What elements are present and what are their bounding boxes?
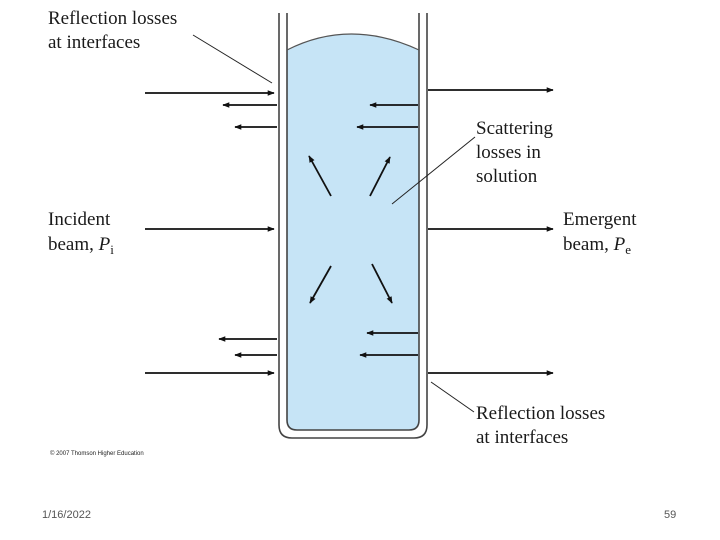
- scatter-arrow-down-right: [371, 263, 393, 304]
- scatter-arrow-up-left: [308, 155, 332, 197]
- reflection-arrows-inner: [356, 102, 418, 358]
- reflection-label-top: Reflection losses at interfaces: [48, 8, 182, 53]
- leader-line-top: [192, 34, 273, 84]
- scattering-label: Scattering losses in solution: [476, 118, 558, 187]
- scatter-arrow-up-right: [369, 156, 391, 197]
- slide-number: 59: [664, 509, 677, 521]
- reflection-label-bottom: Reflection losses at interfaces: [476, 403, 610, 448]
- slide-date: 1/16/2022: [42, 509, 91, 521]
- emergent-beam-label: Emergent beam, Pe: [563, 209, 641, 257]
- scattering-arrows: [308, 155, 393, 304]
- cuvette-inner-wall: [286, 13, 420, 431]
- leader-line-scattering: [391, 136, 476, 205]
- solution-meniscus: [286, 33, 420, 51]
- cuvette: [278, 13, 428, 439]
- incident-beam-label: Incident beam, Pi: [48, 209, 115, 257]
- reflection-arrows-outer: [218, 102, 277, 358]
- leader-line-bottom: [430, 381, 475, 413]
- cuvette-outer-wall: [278, 13, 428, 439]
- solution-fill: [287, 34, 419, 430]
- copyright-notice: © 2007 Thomson Higher Education: [50, 450, 144, 457]
- beam-arrows: [145, 87, 554, 376]
- scatter-arrow-down-left: [309, 265, 332, 304]
